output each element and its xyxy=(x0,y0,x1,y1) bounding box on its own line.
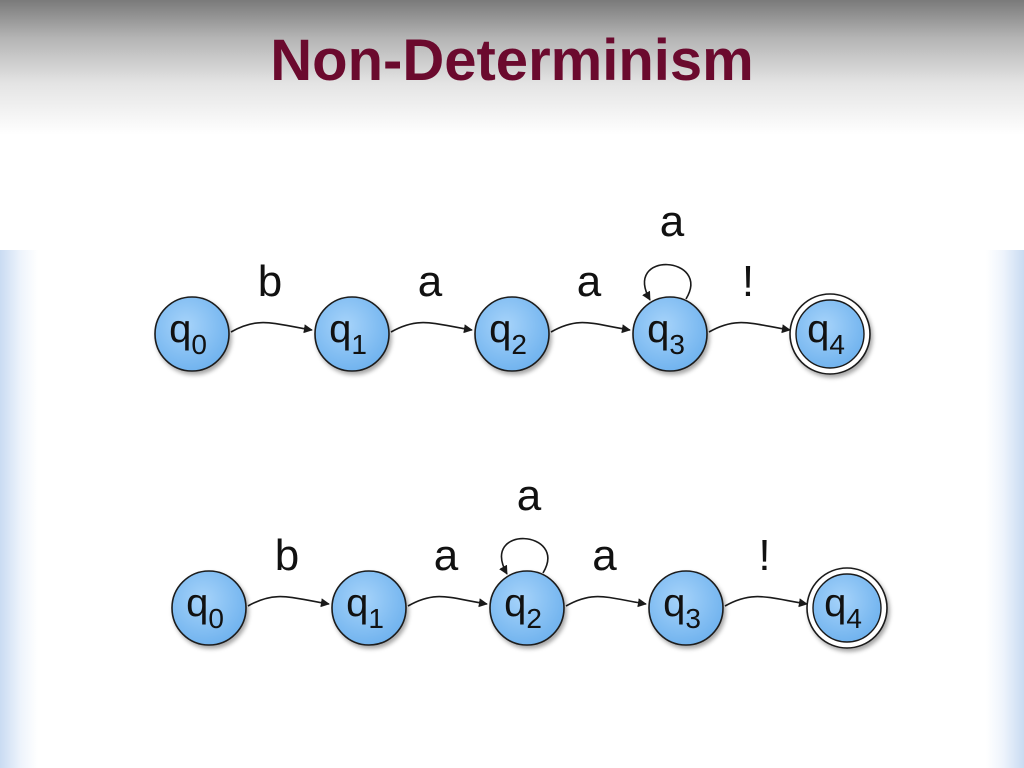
state-label-base: q xyxy=(489,307,511,351)
state-label: q3 xyxy=(647,307,685,360)
transition-arrow xyxy=(708,321,791,334)
right-edge-shade xyxy=(986,250,1024,768)
state-label: q1 xyxy=(346,581,384,634)
state-label-base: q xyxy=(329,307,351,351)
state-label-base: q xyxy=(807,307,829,351)
left-edge-shade xyxy=(0,250,38,768)
state-label: q3 xyxy=(663,581,701,634)
header-band xyxy=(0,0,1024,135)
transition-label: a xyxy=(577,257,602,306)
self-loop-arrow xyxy=(499,537,549,575)
state-label-subscript: 4 xyxy=(846,603,862,634)
state-label-subscript: 4 xyxy=(829,329,845,360)
state-label-subscript: 0 xyxy=(208,603,224,634)
state-label-base: q xyxy=(169,307,191,351)
state-label: q2 xyxy=(489,307,527,360)
self-loop-arrow xyxy=(642,263,692,301)
state-label-subscript: 2 xyxy=(526,603,542,634)
state-label-base: q xyxy=(346,581,368,625)
state-label-base: q xyxy=(647,307,669,351)
state-label: q0 xyxy=(186,581,224,634)
state-label: q2 xyxy=(504,581,542,634)
transition-label: b xyxy=(258,257,282,306)
state-circle xyxy=(648,570,724,646)
state-q2: q2 xyxy=(474,296,550,372)
state-label-base: q xyxy=(186,581,208,625)
state-label-subscript: 3 xyxy=(669,329,685,360)
state-circle xyxy=(795,299,865,369)
state-label-subscript: 0 xyxy=(191,329,207,360)
state-q1: q1 xyxy=(314,296,390,372)
state-q0: q0 xyxy=(171,570,247,646)
transition-label: a xyxy=(434,531,459,580)
state-circle xyxy=(314,296,390,372)
state-label-subscript: 3 xyxy=(685,603,701,634)
state-circle xyxy=(474,296,550,372)
state-label-base: q xyxy=(824,581,846,625)
transition-arrow xyxy=(565,595,647,608)
state-label-subscript: 2 xyxy=(511,329,527,360)
state-circle xyxy=(154,296,230,372)
state-q4: q4 xyxy=(806,567,888,649)
self-loop-label: a xyxy=(517,471,542,520)
state-label-base: q xyxy=(663,581,685,625)
transition-arrow xyxy=(390,321,473,334)
transition-arrow xyxy=(724,595,808,608)
transition-label: ! xyxy=(758,531,770,580)
state-label-base: q xyxy=(504,581,526,625)
state-q4: q4 xyxy=(789,293,871,375)
state-label-subscript: 1 xyxy=(368,603,384,634)
transition-label: a xyxy=(418,257,443,306)
state-q3: q3 xyxy=(632,296,708,372)
state-circle xyxy=(489,570,565,646)
state-q3: q3 xyxy=(648,570,724,646)
state-label: q0 xyxy=(169,307,207,360)
transition-arrow xyxy=(550,321,631,334)
state-circle xyxy=(171,570,247,646)
state-q0: q0 xyxy=(154,296,230,372)
state-circle xyxy=(331,570,407,646)
state-label: q4 xyxy=(824,581,862,634)
state-label-subscript: 1 xyxy=(351,329,367,360)
state-label: q4 xyxy=(807,307,845,360)
slide-title: Non-Determinism xyxy=(270,28,754,93)
state-circle xyxy=(632,296,708,372)
transition-label: b xyxy=(275,531,299,580)
state-circle xyxy=(812,573,882,643)
transition-arrow xyxy=(247,595,330,608)
self-loop-label: a xyxy=(660,197,685,246)
transition-label: ! xyxy=(742,257,754,306)
transition-label: a xyxy=(592,531,617,580)
transition-arrow xyxy=(407,595,488,608)
state-q2: q2 xyxy=(489,570,565,646)
state-q1: q1 xyxy=(331,570,407,646)
transition-arrow xyxy=(230,321,313,334)
state-label: q1 xyxy=(329,307,367,360)
